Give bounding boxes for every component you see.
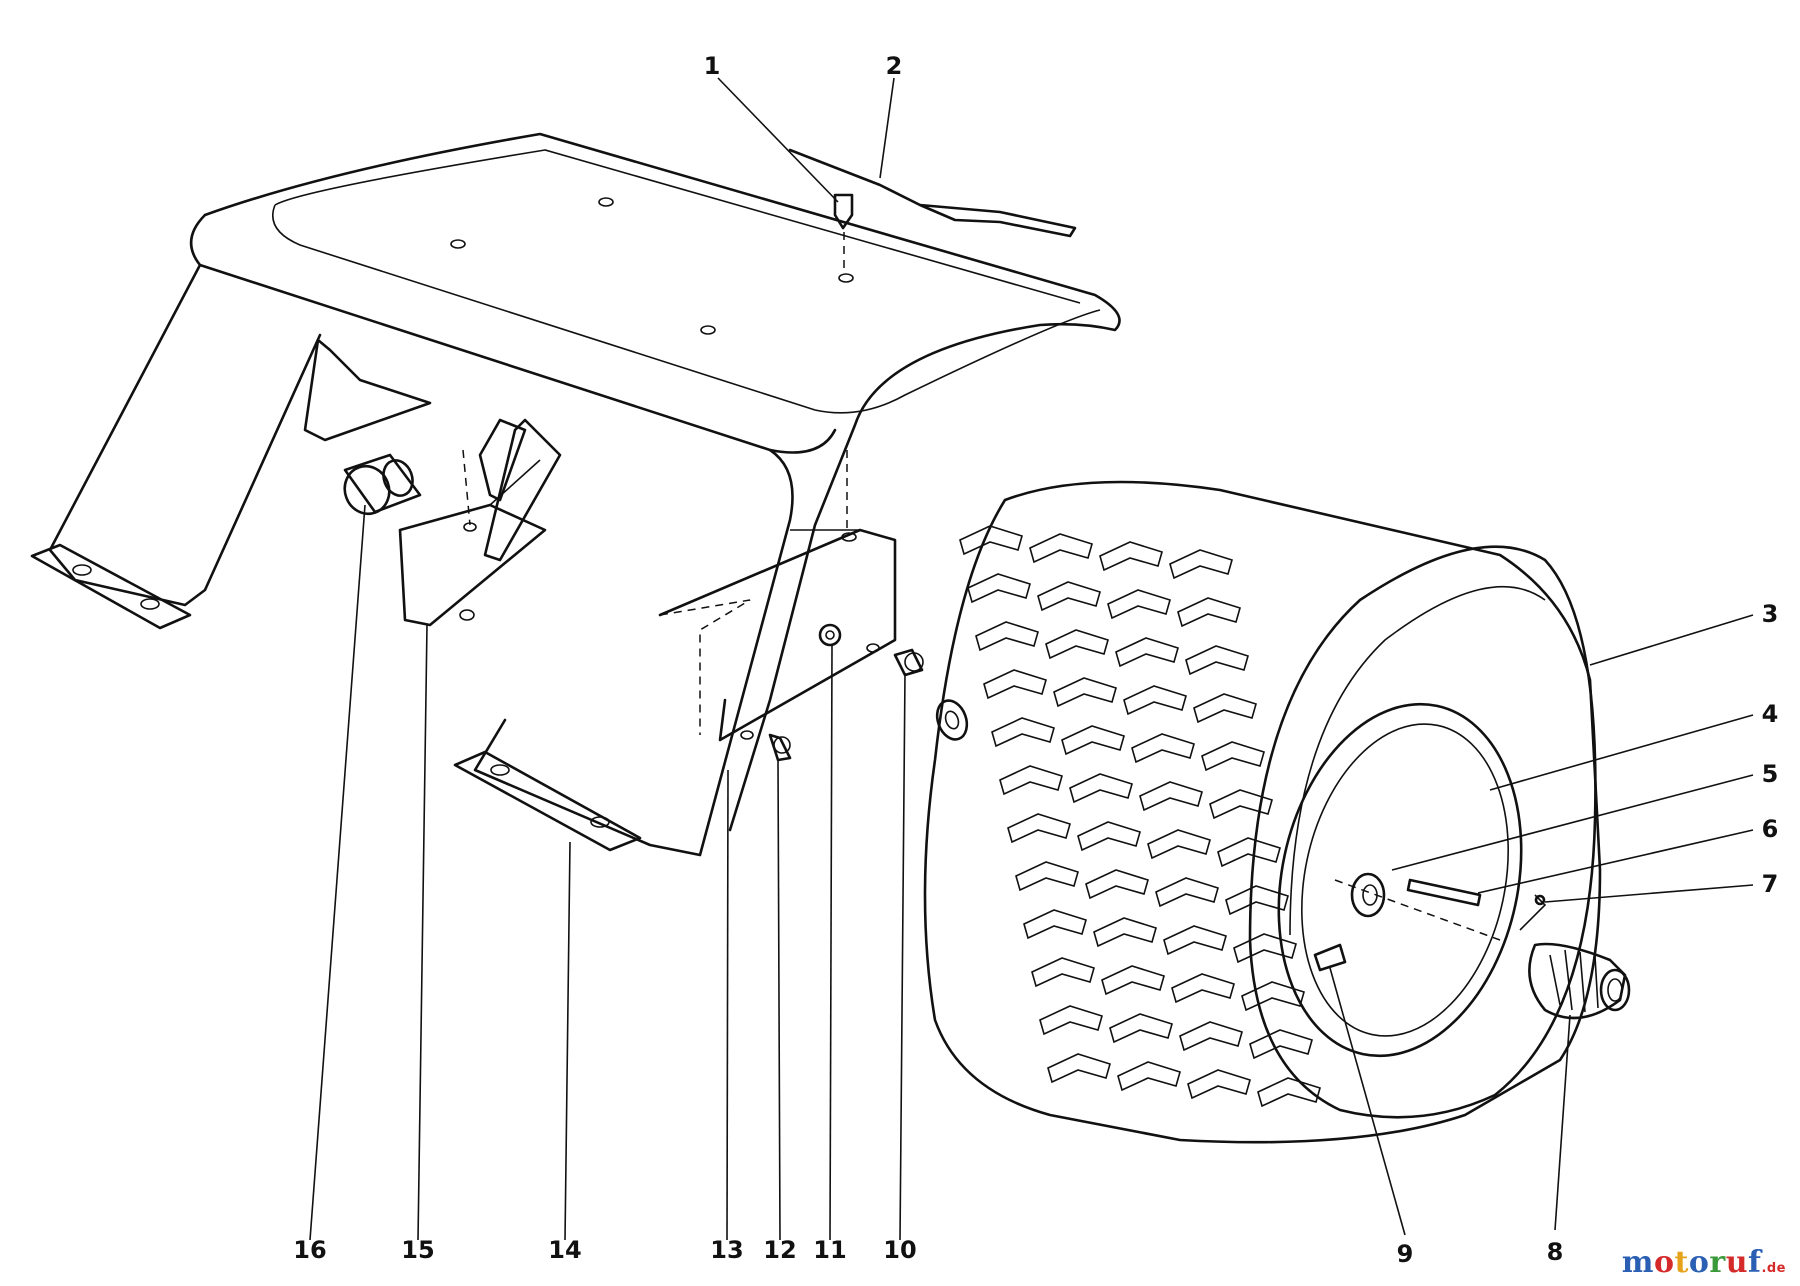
tread-block [1069, 773, 1133, 804]
callout-6: 6 [1762, 815, 1779, 843]
tread-block [1037, 581, 1101, 612]
callout-15: 15 [401, 1236, 434, 1264]
watermark-logo: motoruf.de [1622, 1245, 1786, 1280]
tread-block [1257, 1077, 1321, 1108]
tread-block [1139, 781, 1203, 812]
tread-block [1045, 629, 1109, 660]
tread-block [1131, 733, 1195, 764]
tread-block [1029, 533, 1093, 564]
tread-block [1039, 1005, 1103, 1036]
tread-block [1101, 965, 1165, 996]
tread-block [1209, 789, 1273, 820]
tread-block [1163, 925, 1227, 956]
tread-block [1171, 973, 1235, 1004]
tread-block [1053, 677, 1117, 708]
tread-block [1109, 1013, 1173, 1044]
hardware [768, 148, 1077, 762]
tread-block [983, 669, 1047, 700]
tread-block [1179, 1021, 1243, 1052]
callout-10: 10 [883, 1236, 916, 1264]
callout-14: 14 [548, 1236, 581, 1264]
tread-block [1187, 1069, 1251, 1100]
spacer-tube [343, 453, 422, 516]
watermark-letter: m [1621, 1245, 1655, 1280]
watermark-suffix: .de [1761, 1261, 1786, 1276]
tread-block [1155, 877, 1219, 908]
tread-block [1031, 957, 1095, 988]
tread-block [1177, 597, 1241, 628]
tread-block [1225, 885, 1289, 916]
callout-7: 7 [1762, 870, 1779, 898]
callout-4: 4 [1762, 700, 1779, 728]
watermark-letter: u [1725, 1245, 1749, 1280]
tread-block [1061, 725, 1125, 756]
tread-block [967, 573, 1031, 604]
tread-block [1107, 589, 1171, 620]
watermark-letter: o [1654, 1245, 1675, 1280]
tread-block [959, 525, 1023, 556]
tread-block [1217, 837, 1281, 868]
callout-labels: 1 2 3 4 5 6 7 8 9 10 11 12 13 14 15 16 [293, 52, 1778, 1268]
watermark-letter: f [1748, 1245, 1762, 1280]
tread-block [999, 765, 1063, 796]
tread-block [1077, 821, 1141, 852]
tread-block [1117, 1061, 1181, 1092]
tread-block [1093, 917, 1157, 948]
tread-block [1123, 685, 1187, 716]
tread-block [1169, 549, 1233, 580]
watermark-letter: o [1688, 1245, 1710, 1280]
tread-block [1185, 645, 1249, 676]
tread-block [1015, 861, 1079, 892]
tread-block [1023, 909, 1087, 940]
callout-3: 3 [1762, 600, 1779, 628]
tread-block [1099, 541, 1163, 572]
fender [30, 132, 1121, 857]
right-bracket [462, 449, 897, 742]
tread-block [1241, 981, 1305, 1012]
tread-block [1233, 933, 1297, 964]
left-bracket [303, 338, 562, 627]
tread-block [1007, 813, 1071, 844]
tread-block [1115, 637, 1179, 668]
callout-9: 9 [1397, 1240, 1414, 1268]
tread-block [991, 717, 1055, 748]
watermark-letter: t [1674, 1245, 1689, 1280]
callout-11: 11 [813, 1236, 846, 1264]
callout-2: 2 [886, 52, 903, 80]
callout-8: 8 [1547, 1238, 1564, 1266]
tread-block [1147, 829, 1211, 860]
tread-block [1201, 741, 1265, 772]
callout-1: 1 [704, 52, 721, 80]
wheel-assembly [923, 480, 1631, 1144]
tread-block [1193, 693, 1257, 724]
callout-12: 12 [763, 1236, 796, 1264]
callout-16: 16 [293, 1236, 326, 1264]
callout-5: 5 [1762, 760, 1779, 788]
tread-block [1249, 1029, 1313, 1060]
tread-block [1085, 869, 1149, 900]
watermark-letter: r [1709, 1245, 1726, 1280]
callout-13: 13 [710, 1236, 743, 1264]
leader-lines [309, 77, 1754, 1241]
tread-block [1047, 1053, 1111, 1084]
tread-block [975, 621, 1039, 652]
